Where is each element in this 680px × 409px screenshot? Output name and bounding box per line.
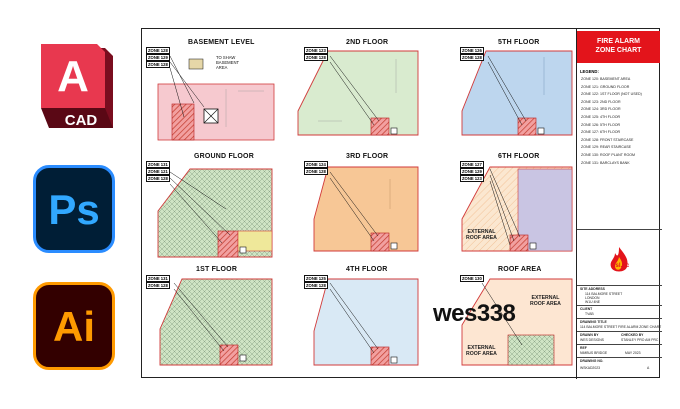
zone-tag: ZONE 128 [304,54,328,61]
zone-tag: ZONE 128 [146,47,170,54]
floor-title-3rd: 3RD FLOOR [346,153,389,160]
autocad-icon: A CAD [33,42,117,138]
site-line: LONDON [585,296,600,300]
zone-tag: ZONE 125 [304,275,328,282]
site-line: W1U 4NE [585,300,601,304]
revision-value: A [647,366,650,370]
title-value: 114 BALMORE STREET FIRE ALARM ZONE CHART [580,325,662,329]
drawn-label: DRAWN BY [580,333,599,337]
zone-tag: ZONE 128 [304,168,328,175]
site-label: SITE ADDRESS [580,287,605,291]
legend-item: ZONE 122: 1ST FLOOR (NOT USED) [581,92,642,97]
photoshop-label: Ps [48,186,100,233]
floor-title-4th: 4TH FLOOR [346,266,388,273]
legend-title: LEGEND: [580,69,599,74]
zone-tag: ZONE 128 [304,282,328,289]
first-floor-plan [159,278,273,366]
legend-item: ZONE 128: FRONT STAIRCASE [581,137,634,142]
zone-tag: ZONE 124 [304,161,328,168]
logo-flame-icon [603,245,635,277]
zone-tag: ZONE 131 [146,161,170,168]
watermark-text: wes338 [433,300,516,327]
drawing-no-value: WSKAD2023 [580,366,600,370]
zone-tag: ZONE 127 [460,161,484,168]
zone-tag: ZONE 129 [460,168,484,175]
zone-tag: ZONE 126 [460,47,484,54]
legend-item: ZONE 130: ROOF PLANT ROOM [581,153,636,157]
legend-item: ZONE 129: REAR STAIRCASE [581,145,632,150]
second-floor-plan [297,50,419,136]
site-line: 114 BALMORE STREET [585,292,623,296]
roof-external-note: EXTERNAL ROOF AREA [530,295,561,307]
zone-tag: ZONE 131 [146,275,170,282]
third-floor-plan [313,166,419,252]
checked-label: CHECKED BY [621,333,644,337]
basement-note: TO SHAW BASEMENT AREA [216,55,240,70]
photoshop-icon: Ps [33,165,115,253]
legend-item: ZONE 125: 4TH FLOOR [581,115,621,119]
zone-tag: ZONE 128 [146,61,170,68]
roof-external-note: EXTERNAL ROOF AREA [466,345,497,357]
legend-item: ZONE 131: BARCLAYS BANK [581,160,630,165]
legend-item: ZONE 123: 2ND FLOOR [581,99,621,104]
floor-plans-canvas [157,50,573,366]
floor-title-1st: 1ST FLOOR [196,266,238,273]
legend-item: ZONE 120: BASEMENT AREA [581,77,631,81]
title-label: DRAWING TITLE [580,320,607,324]
zone-tag: ZONE 123 [304,47,328,54]
zone-tag: ZONE 123 [460,175,484,182]
drawn-value: WES DESIGNS [580,338,604,342]
legend-item: ZONE 126: 5TH FLOOR [581,122,621,127]
checked-value: STANLEY PRO AM PRC [621,338,659,342]
zone-tag: ZONE 128 [146,282,170,289]
legend-header: FIRE ALARM ZONE CHART [577,31,660,63]
legend-item: ZONE 127: 6TH FLOOR [581,130,621,135]
fourth-floor-plan [313,278,419,366]
fifth-floor-plan [461,50,573,136]
drawing-no-label: DRAWING NO. [580,359,604,363]
floor-title-roof: ROOF AREA [498,266,542,273]
ground-floor-plan [157,168,273,258]
illustrator-icon: Ai [33,282,115,370]
zone-tag: ZONE 128 [146,175,170,182]
legend-item: ZONE 124: 3RD FLOOR [581,107,621,112]
date-value: MAY 2023 [625,351,641,355]
client-label: CLIENT [580,307,593,311]
zone-tag: ZONE 121 [146,168,170,175]
roof-plan [461,278,573,366]
autocad-letter: A [57,52,89,101]
zone-tag: ZONE 130 [460,275,484,282]
autocad-label: CAD [64,112,98,129]
illustrator-label: Ai [53,303,95,350]
floor-title-5th: 5TH FLOOR [498,39,540,46]
ref-value: NIMBUS BRIDGE [580,351,608,355]
ref-label: REF [580,346,587,350]
legend-item: ZONE 121: GROUND FLOOR [581,84,630,89]
logo-text: wsl.dc [610,263,630,269]
floor-title-2nd: 2ND FLOOR [346,39,389,46]
floor-title-6th: 6TH FLOOR [498,153,540,160]
client-value: TVAB [585,312,594,316]
sixth-roof-note: EXTERNAL ROOF AREA [466,229,497,241]
sixth-floor-plan [461,166,573,252]
zone-tag: ZONE 129 [146,54,170,61]
legend-panel: FIRE ALARM ZONE CHART LEGEND: ZONE 120: … [576,29,662,379]
floor-title-basement: BASEMENT LEVEL [188,39,255,46]
basement-plan [157,55,275,141]
zone-tag: ZONE 128 [460,54,484,61]
floor-title-ground: GROUND FLOOR [194,153,254,160]
drawing-sheet: BASEMENT LEVEL 2ND FLOOR 5TH FLOOR GROUN… [141,28,662,379]
